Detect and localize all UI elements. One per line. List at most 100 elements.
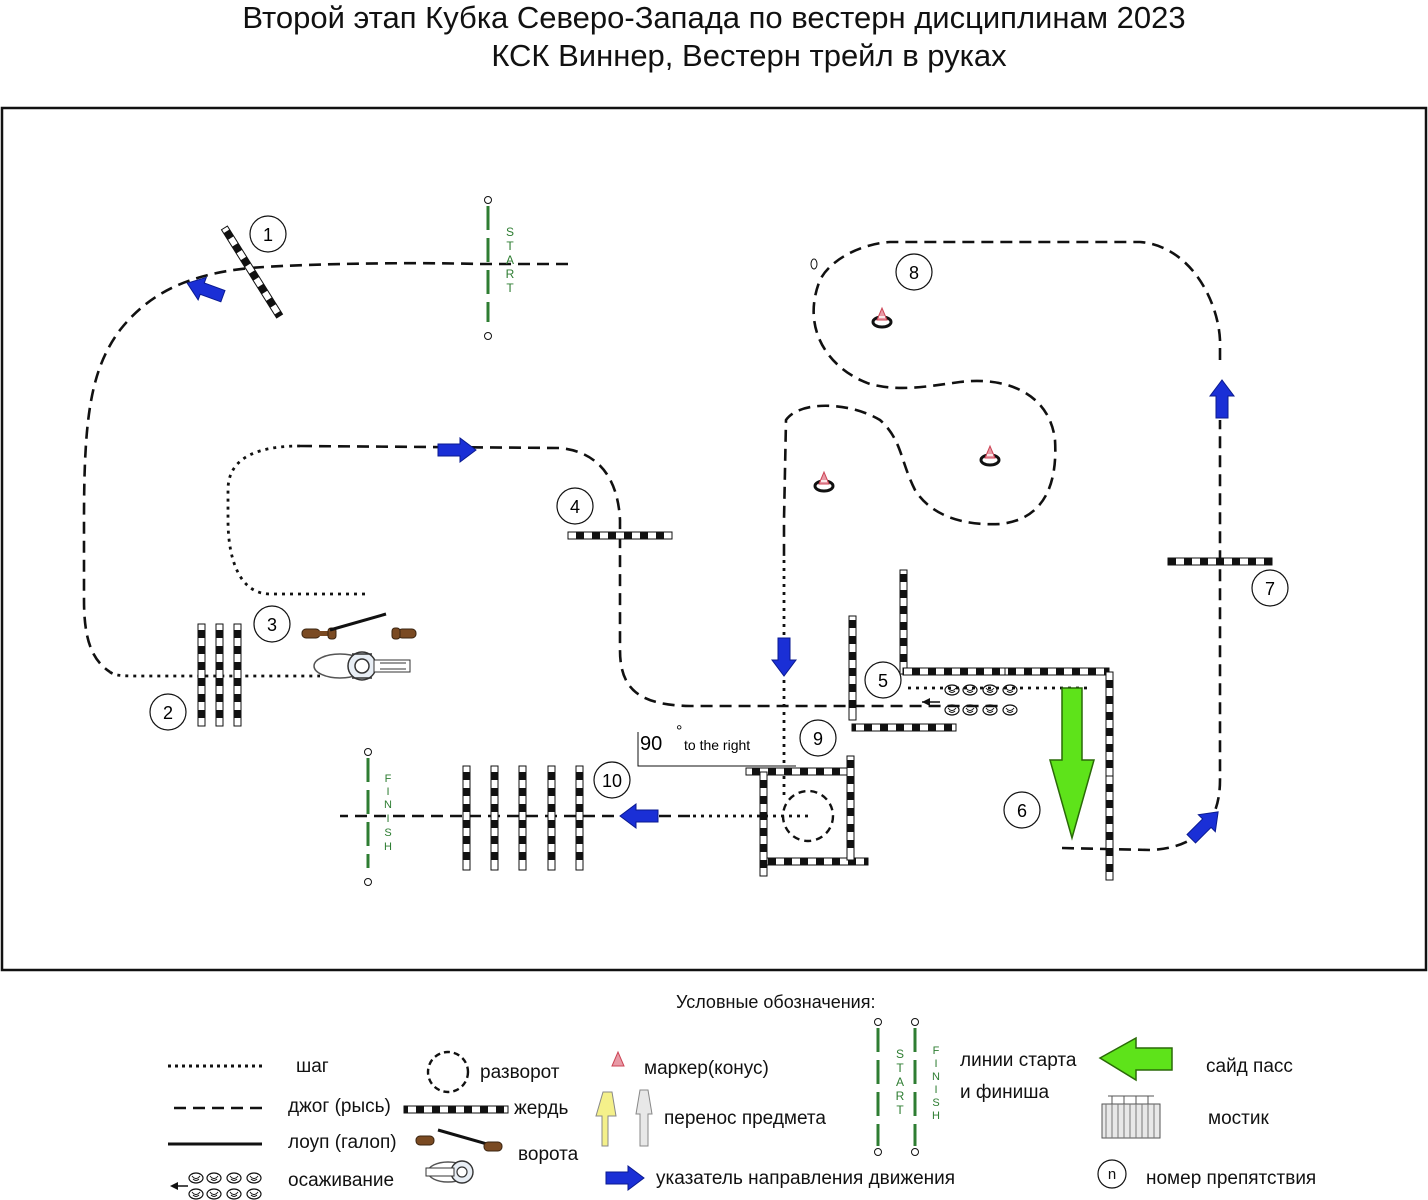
svg-text:H: H bbox=[932, 1110, 940, 1122]
page-title-line-1: Второй этап Кубка Северо-Запада по весте… bbox=[242, 0, 1186, 35]
svg-text:I: I bbox=[934, 1084, 937, 1096]
svg-text:N: N bbox=[932, 1071, 940, 1083]
finish-letter: N bbox=[384, 799, 392, 811]
legend-heading: Условные обозначения: bbox=[676, 992, 875, 1012]
direction-arrow-icon bbox=[437, 437, 477, 463]
svg-text:1: 1 bbox=[263, 225, 273, 245]
legend-sidepass-label: сайд пасс bbox=[1206, 1056, 1293, 1077]
obstacle-4-pole bbox=[567, 531, 673, 540]
turn-annotation: 90 ° to the right bbox=[637, 723, 796, 767]
legend-pole-label: жердь bbox=[514, 1098, 568, 1119]
obstacle-number-3: 3 bbox=[253, 605, 291, 643]
legend-lope-label: лоуп (галоп) bbox=[288, 1132, 397, 1153]
svg-text:10: 10 bbox=[602, 771, 622, 791]
obstacle-number-8: 8 bbox=[895, 253, 933, 291]
legend: Условные обозначения: шаг джог (рысь) ло… bbox=[168, 992, 1316, 1200]
svg-text:8: 8 bbox=[909, 263, 919, 283]
start-line: S T A R T bbox=[484, 196, 515, 340]
obstacle-number-2: 2 bbox=[149, 693, 187, 731]
direction-arrow-icon bbox=[1209, 379, 1235, 419]
legend-number-symbol bbox=[1097, 1159, 1127, 1189]
start-letter: T bbox=[506, 281, 514, 295]
obstacle-2-poles bbox=[197, 623, 242, 727]
legend-bridge-label: мостик bbox=[1208, 1108, 1269, 1129]
start-letter: T bbox=[506, 239, 514, 253]
svg-text:7: 7 bbox=[1265, 579, 1275, 599]
turn-degrees: 90 bbox=[640, 733, 662, 755]
cone-marker bbox=[871, 306, 893, 329]
obstacle-number-6: 6 bbox=[1003, 791, 1041, 829]
svg-text:4: 4 bbox=[570, 497, 580, 517]
svg-text:S: S bbox=[932, 1097, 939, 1109]
finish-line: F I N I S H bbox=[364, 748, 392, 886]
legend-number-label: номер препятствия bbox=[1146, 1168, 1316, 1189]
jog-path-start-to-2 bbox=[82, 261, 568, 674]
cone-marker bbox=[979, 444, 1001, 467]
direction-arrow-icon bbox=[1182, 802, 1228, 848]
direction-arrow-icon bbox=[182, 271, 228, 308]
legend-gate-label: ворота bbox=[518, 1144, 579, 1165]
finish-letter: H bbox=[384, 841, 392, 853]
svg-text:5: 5 bbox=[878, 671, 888, 691]
obstacle-number-7: 7 bbox=[1251, 569, 1289, 607]
svg-text:T: T bbox=[896, 1061, 904, 1075]
svg-text:2: 2 bbox=[163, 703, 173, 723]
obstacle-1-pole bbox=[220, 225, 284, 319]
obstacle-number-10: 10 bbox=[593, 761, 631, 799]
obstacle-3-gate bbox=[301, 612, 417, 640]
obstacle-number-9: 9 bbox=[799, 719, 837, 757]
start-letter: S bbox=[506, 225, 514, 239]
svg-text:R: R bbox=[896, 1089, 905, 1103]
legend-sidepass-arrow bbox=[1098, 1036, 1173, 1082]
legend-direction-arrow-icon bbox=[605, 1165, 645, 1191]
walk-path-3-to-4 bbox=[226, 444, 365, 596]
svg-text:9: 9 bbox=[813, 729, 823, 749]
svg-text:S: S bbox=[896, 1047, 904, 1061]
walk-path-into-2 bbox=[109, 670, 320, 678]
legend-backup-symbol bbox=[170, 1172, 262, 1200]
direction-arrow-icon bbox=[771, 637, 797, 677]
svg-text:6: 6 bbox=[1017, 801, 1027, 821]
finish-letter: F bbox=[385, 773, 392, 785]
jog-path-6-to-7 bbox=[1061, 420, 1222, 852]
arena-border bbox=[0, 106, 1428, 972]
turn-degree-sign: ° bbox=[676, 723, 682, 740]
horse-icon bbox=[313, 651, 411, 681]
cone-marker bbox=[813, 470, 835, 493]
legend-carry-icon bbox=[595, 1089, 653, 1147]
legend-bridge-symbol bbox=[1101, 1095, 1161, 1139]
legend-carry-label: перенос предмета bbox=[664, 1108, 826, 1129]
jog-path-4-to-5 bbox=[299, 444, 1000, 708]
legend-direction-label: указатель направления движения bbox=[656, 1168, 955, 1189]
legend-gate-symbol bbox=[415, 1128, 503, 1152]
obstacle-7-pole bbox=[1167, 557, 1273, 566]
svg-text:3: 3 bbox=[267, 615, 277, 635]
legend-cone-label: маркер(конус) bbox=[644, 1058, 769, 1079]
legend-turn-symbol bbox=[426, 1050, 470, 1094]
finish-letter: I bbox=[386, 813, 389, 825]
obstacle-5-backup-corridor bbox=[848, 569, 1114, 881]
svg-text:F: F bbox=[933, 1045, 940, 1057]
legend-number-symbol-text: n bbox=[1108, 1166, 1116, 1183]
legend-pole-symbol bbox=[403, 1105, 509, 1114]
legend-backup-label: осаживание bbox=[288, 1170, 394, 1191]
marker-dot bbox=[810, 258, 818, 270]
legend-turn-label: разворот bbox=[480, 1062, 560, 1083]
legend-start-finish-symbol: S T A R T F I N I S H bbox=[874, 1018, 940, 1156]
jog-path-8-loop bbox=[782, 240, 1222, 560]
obstacle-number-1: 1 bbox=[249, 215, 287, 253]
legend-jog-label: джог (рысь) bbox=[288, 1096, 391, 1117]
page-title-line-2: КСК Виннер, Вестерн трейл в руках bbox=[491, 38, 1007, 73]
legend-cone-icon bbox=[611, 1050, 625, 1067]
turn-direction: to the right bbox=[684, 737, 750, 753]
legend-start-finish-label-1: линии старта bbox=[960, 1050, 1077, 1071]
legend-start-finish-label-2: и финиша bbox=[960, 1082, 1049, 1103]
svg-text:A: A bbox=[896, 1075, 904, 1089]
legend-walk-label: шаг bbox=[296, 1056, 329, 1077]
direction-arrow-icon bbox=[619, 803, 659, 829]
legend-horse-icon bbox=[425, 1160, 474, 1184]
svg-text:T: T bbox=[896, 1103, 904, 1117]
obstacle-number-5: 5 bbox=[864, 661, 902, 699]
obstacle-number-4: 4 bbox=[556, 487, 594, 525]
